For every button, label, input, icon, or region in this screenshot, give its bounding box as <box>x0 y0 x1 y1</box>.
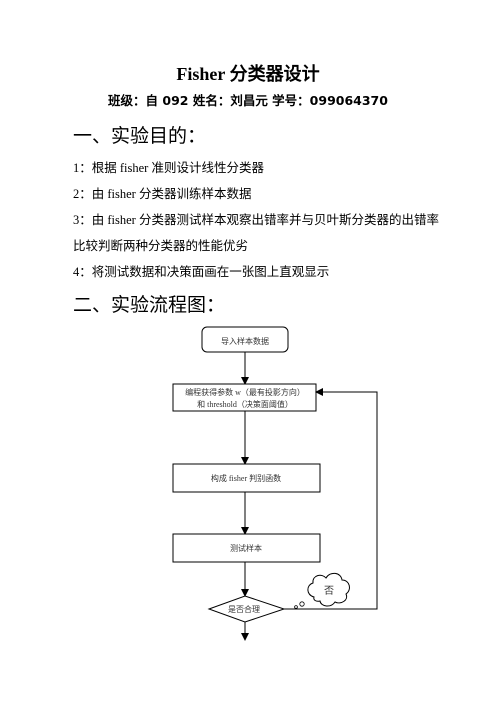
purpose-item-3: 3：由 fisher 分类器测试样本观察出错率并与贝叶斯分类器的出错率 <box>73 213 439 227</box>
flowchart-no-callout: 否 <box>294 572 350 609</box>
purpose-item-4: 4：将测试数据和决策面画在一张图上直观显示 <box>73 265 330 279</box>
flowchart-no-label: 否 <box>324 585 334 597</box>
flowchart-decision-label: 是否合理 <box>228 604 260 614</box>
flowchart-step-compute-params-line1: 编程获得参数 w（最有投影方向） <box>185 387 305 397</box>
flowchart-step-compute-params <box>172 383 317 412</box>
flowchart-step-compute-params-line2: 和 threshold（决策面阈值） <box>197 399 293 409</box>
document-title: Fisher 分类器设计 <box>176 64 320 84</box>
flowchart-start-label: 导入样本数据 <box>221 336 269 346</box>
flowchart-loop-back <box>284 388 378 610</box>
purpose-item-3-continued: 比较判断两种分类器的性能优劣 <box>73 239 249 253</box>
section-heading-flowchart: 二、实验流程图： <box>73 294 226 316</box>
purpose-item-1: 1：根据 fisher 准则设计线性分类器 <box>73 161 264 175</box>
section-heading-purpose: 一、实验目的： <box>73 125 207 147</box>
flowchart-step-discriminant <box>172 463 321 493</box>
purpose-item-2: 2：由 fisher 分类器训练样本数据 <box>73 187 252 201</box>
document-subtitle: 班级：自 092 姓名：刘昌元 学号：099064370 <box>108 93 388 108</box>
flowchart-step-test-samples-label: 测试样本 <box>230 543 262 553</box>
flowchart-step-test-samples <box>172 533 321 563</box>
flowchart-step-discriminant-label: 构成 fisher 判别函数 <box>211 473 281 483</box>
